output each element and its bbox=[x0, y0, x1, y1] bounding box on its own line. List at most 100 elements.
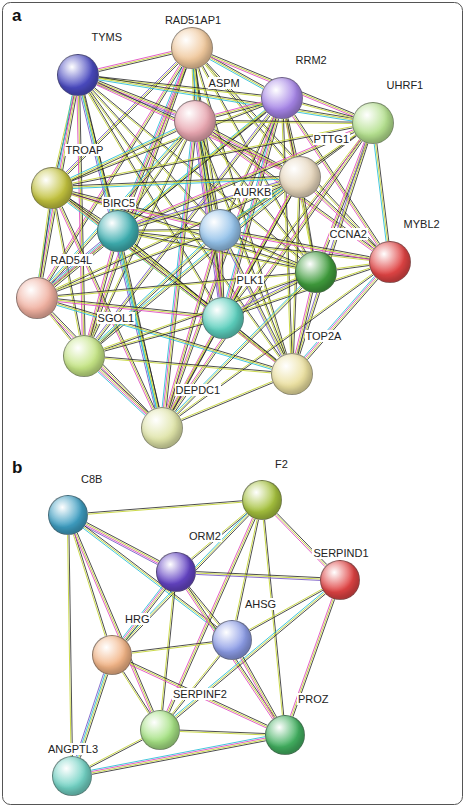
evidence-line bbox=[315, 191, 374, 247]
evidence-line bbox=[124, 587, 164, 638]
interaction-edge bbox=[72, 194, 296, 267]
evidence-line bbox=[139, 229, 199, 231]
evidence-line bbox=[92, 738, 266, 771]
interaction-edge bbox=[121, 251, 159, 408]
protein-label: HRG bbox=[124, 613, 150, 625]
evidence-line bbox=[49, 67, 182, 281]
protein-node: MYBL2 bbox=[369, 241, 411, 283]
interaction-edge bbox=[123, 587, 166, 641]
protein-node: PROZ bbox=[265, 715, 305, 755]
evidence-line bbox=[337, 264, 369, 268]
evidence-line bbox=[77, 533, 153, 711]
evidence-line bbox=[72, 194, 296, 265]
interaction-edge bbox=[104, 323, 203, 351]
evidence-line bbox=[85, 526, 158, 564]
interaction-edge bbox=[290, 598, 334, 716]
interaction-edge bbox=[302, 103, 353, 118]
interaction-edge bbox=[98, 369, 148, 416]
evidence-line bbox=[88, 502, 242, 514]
protein-node: TOP2A bbox=[271, 353, 313, 395]
protein-label: DEPDC1 bbox=[175, 384, 222, 396]
evidence-line bbox=[240, 330, 276, 360]
evidence-line bbox=[84, 527, 216, 628]
evidence-line bbox=[189, 587, 220, 624]
protein-label: BIRC5 bbox=[102, 197, 136, 209]
protein-node: SGOL1 bbox=[63, 335, 105, 377]
evidence-line bbox=[314, 192, 374, 248]
evidence-line bbox=[123, 672, 149, 713]
evidence-line bbox=[196, 574, 320, 580]
evidence-line bbox=[105, 357, 271, 371]
interaction-edge bbox=[122, 672, 150, 714]
evidence-line bbox=[213, 132, 281, 168]
evidence-line bbox=[125, 588, 165, 639]
interaction-edge bbox=[50, 314, 72, 340]
interaction-edge bbox=[196, 572, 320, 581]
protein-node: RRM2 bbox=[261, 77, 303, 119]
evidence-line bbox=[188, 588, 219, 625]
protein-node: SERPINF2 bbox=[140, 710, 180, 750]
interaction-edge bbox=[337, 264, 370, 270]
protein-node: AHSG bbox=[212, 620, 252, 660]
evidence-line bbox=[73, 534, 105, 636]
evidence-line bbox=[298, 293, 312, 354]
evidence-line bbox=[240, 238, 298, 263]
interaction-edge bbox=[130, 138, 184, 214]
evidence-line bbox=[173, 656, 220, 715]
protein-node: CCNA2 bbox=[295, 251, 337, 293]
protein-node: AURKB bbox=[199, 209, 241, 251]
evidence-line bbox=[92, 68, 186, 336]
interaction-edge bbox=[238, 330, 276, 362]
evidence-line bbox=[302, 104, 353, 118]
protein-label: TROAP bbox=[65, 144, 105, 156]
interaction-edge bbox=[77, 96, 85, 335]
evidence-line bbox=[139, 230, 199, 232]
evidence-line bbox=[39, 209, 48, 277]
evidence-line bbox=[242, 658, 276, 718]
interaction-edge bbox=[75, 533, 154, 712]
evidence-line bbox=[196, 573, 320, 579]
evidence-line bbox=[238, 332, 274, 362]
protein-label: RAD54L bbox=[50, 254, 94, 266]
evidence-line bbox=[168, 518, 254, 711]
interaction-edge bbox=[216, 121, 352, 124]
evidence-line bbox=[295, 292, 309, 353]
protein-node: DEPDC1 bbox=[141, 407, 183, 449]
interaction-edge bbox=[219, 251, 223, 297]
protein-label: C8B bbox=[80, 473, 103, 485]
evidence-line bbox=[104, 324, 202, 351]
protein-node: ASPM bbox=[174, 100, 216, 142]
interaction-edge bbox=[51, 312, 149, 414]
interaction-edge bbox=[132, 642, 212, 653]
protein-label: MYBL2 bbox=[403, 218, 441, 230]
evidence-line bbox=[41, 209, 50, 277]
evidence-line bbox=[180, 732, 265, 735]
protein-label: PTTG1 bbox=[313, 133, 350, 145]
evidence-line bbox=[172, 336, 213, 409]
evidence-line bbox=[72, 195, 296, 266]
evidence-line bbox=[123, 587, 163, 638]
protein-label: PLK1 bbox=[236, 274, 265, 286]
interaction-edge bbox=[172, 655, 220, 715]
protein-node: PTTG1 bbox=[279, 156, 321, 198]
evidence-line bbox=[230, 117, 274, 211]
evidence-line bbox=[243, 657, 277, 717]
protein-label: TOP2A bbox=[305, 330, 343, 342]
evidence-line bbox=[196, 572, 320, 578]
evidence-line bbox=[173, 337, 214, 410]
interaction-edge bbox=[105, 357, 271, 373]
protein-node: F2 bbox=[242, 480, 282, 520]
evidence-line bbox=[122, 672, 148, 713]
evidence-line bbox=[75, 534, 107, 636]
interaction-edge bbox=[285, 118, 296, 157]
interaction-edge bbox=[90, 67, 187, 336]
evidence-line bbox=[91, 68, 185, 336]
interaction-edge bbox=[314, 190, 375, 248]
panel-letter: a bbox=[10, 6, 23, 26]
evidence-line bbox=[228, 117, 272, 211]
protein-node: RAD51AP1 bbox=[171, 27, 213, 69]
interaction-edge bbox=[99, 77, 353, 121]
evidence-line bbox=[172, 655, 219, 714]
evidence-line bbox=[374, 144, 386, 241]
evidence-line bbox=[92, 740, 266, 773]
